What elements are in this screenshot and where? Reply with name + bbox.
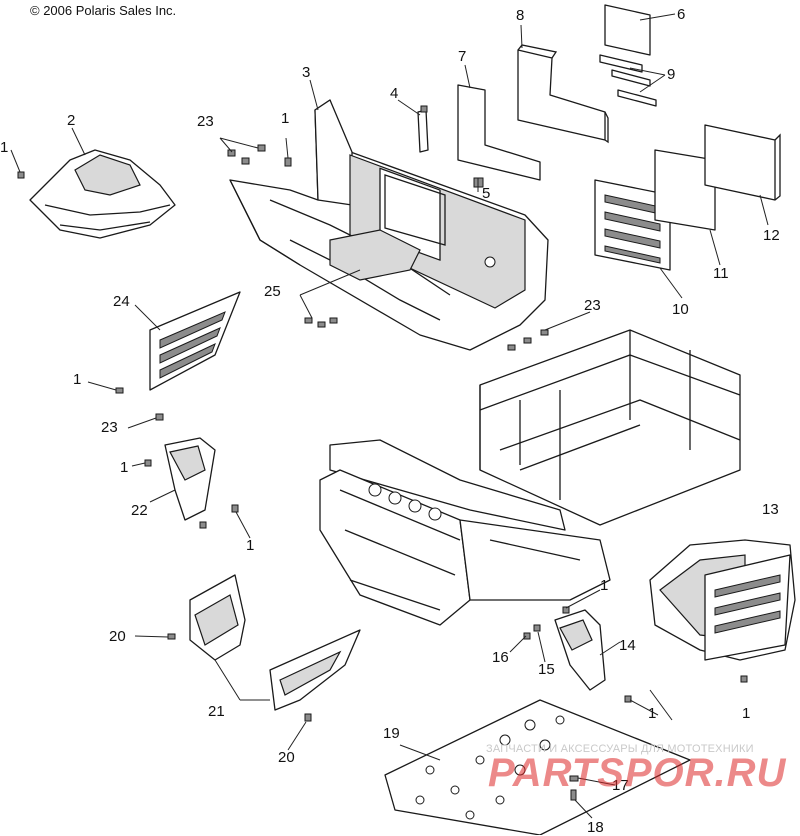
- callout-14: 14: [619, 637, 636, 654]
- part-13-cover: [649, 539, 796, 661]
- part-22-bracket: [164, 437, 216, 521]
- part-6-panel: [604, 4, 651, 56]
- part-11-panel: [654, 149, 716, 231]
- callout-4: 4: [390, 85, 399, 102]
- callout-23: 23: [197, 113, 214, 130]
- callout-13: 13: [762, 501, 779, 518]
- callout-25: 25: [264, 283, 281, 300]
- callout-3: 3: [302, 64, 311, 81]
- part-2-front-cover: [29, 149, 176, 239]
- part-12-block: [704, 124, 781, 201]
- callout-1: 1: [281, 110, 290, 127]
- watermark-logo: PARTSPOR.RU: [488, 751, 787, 795]
- main-frame: [319, 329, 741, 626]
- callout-20: 20: [278, 749, 295, 766]
- callout-1: 1: [742, 705, 751, 722]
- hardware-fasteners: [17, 144, 748, 801]
- callout-9: 9: [667, 66, 676, 83]
- callout-24: 24: [113, 293, 130, 310]
- callout-15: 15: [538, 661, 555, 678]
- callout-1: 1: [246, 537, 255, 554]
- callout-1: 1: [120, 459, 129, 476]
- leader-lines: [10, 13, 769, 819]
- callout-6: 6: [677, 6, 686, 23]
- callout-2: 2: [67, 112, 76, 129]
- watermark-subtitle: ЗАПЧАСТИ И АКСЕССУАРЫ ДЛЯ МОТОТЕХНИКИ: [486, 743, 754, 755]
- part-10-louvered-panel: [594, 179, 671, 271]
- callout-11: 11: [713, 265, 729, 282]
- callout-1: 1: [648, 705, 657, 722]
- copyright-text: © 2006 Polaris Sales Inc.: [30, 3, 177, 18]
- callout-21: 21: [208, 703, 225, 720]
- callout-18: 18: [587, 819, 604, 836]
- part-24-side-panel: [149, 291, 241, 391]
- part-19-skid-plate: [384, 699, 691, 835]
- callout-12: 12: [763, 227, 780, 244]
- callout-1: 1: [0, 139, 9, 156]
- callout-1: 1: [600, 577, 609, 594]
- callout-23: 23: [584, 297, 601, 314]
- part-3-floor-tub: [229, 99, 549, 351]
- callout-23: 23: [101, 419, 118, 436]
- callout-17: 17: [612, 777, 629, 794]
- part-21-guard-left: [189, 574, 246, 661]
- callout-8: 8: [516, 7, 525, 24]
- part-21-guard-right: [269, 629, 361, 711]
- callout-10: 10: [672, 301, 689, 318]
- part-7-panel: [457, 84, 541, 181]
- part-4-clip: [417, 105, 429, 153]
- callout-19: 19: [383, 725, 400, 742]
- callout-1: 1: [73, 371, 82, 388]
- callout-20: 20: [109, 628, 126, 645]
- part-14-bracket: [554, 609, 606, 691]
- part-8-foam: [517, 44, 609, 144]
- callout-16: 16: [492, 649, 509, 666]
- callout-5: 5: [482, 185, 491, 202]
- callout-22: 22: [131, 502, 148, 519]
- part-9-strips: [599, 54, 657, 107]
- callout-7: 7: [458, 48, 467, 65]
